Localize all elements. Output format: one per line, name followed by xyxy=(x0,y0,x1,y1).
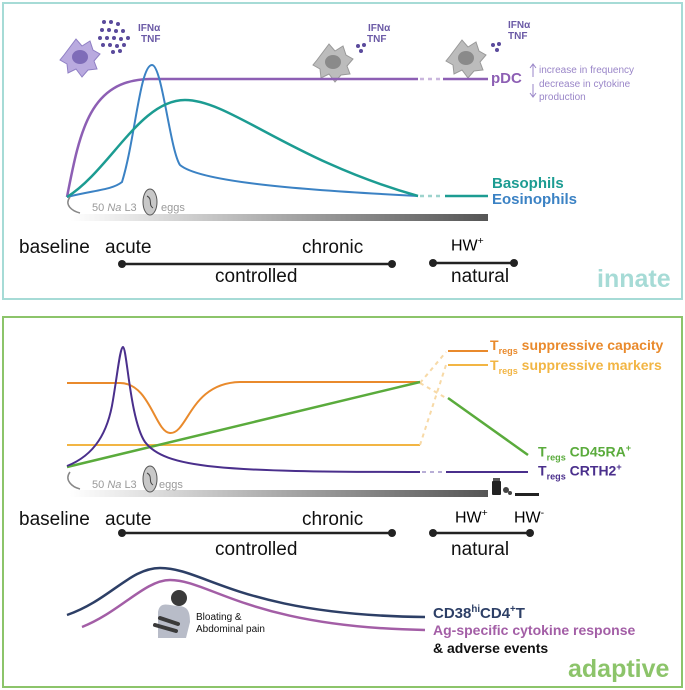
drug-treatment-icon xyxy=(492,478,539,496)
tnf-label-2: TNF xyxy=(367,34,387,45)
tregs-cd45ra-curve xyxy=(66,380,421,469)
egg-icon-adaptive xyxy=(142,465,158,493)
egg-icon xyxy=(142,188,158,216)
pdc-note-increase: increase in frequency xyxy=(539,65,635,76)
hw-positive-label: HW+ xyxy=(451,236,484,255)
controlled-label-adaptive: controlled xyxy=(215,539,298,560)
cytokine-dots-low-2 xyxy=(491,42,501,52)
adverse-events-label: & adverse events xyxy=(433,640,549,656)
basophils-curve xyxy=(66,98,419,199)
innate-panel-label: innate xyxy=(597,265,671,293)
infection-dose-label: 50 Na L3 xyxy=(92,202,137,214)
ifn-alpha-label-3: IFNα xyxy=(508,20,531,31)
person-pain-icon xyxy=(153,590,190,638)
hw-negative-label-adaptive: HW- xyxy=(514,508,545,527)
tregs-crth2-label: Tregs CRTH2+ xyxy=(538,462,622,482)
increase-arrow-icon xyxy=(529,63,537,77)
larva-icon-adaptive xyxy=(67,471,81,490)
acute-label: acute xyxy=(105,237,152,258)
tregs-crth2-curve xyxy=(66,345,421,473)
ag-response-curve xyxy=(81,578,426,632)
tnf-label: TNF xyxy=(141,34,161,45)
pdc-note-production: production xyxy=(539,92,586,103)
acute-label-adaptive: acute xyxy=(105,509,152,530)
pdc-note-decrease: decrease in cytokine xyxy=(539,79,631,90)
eggs-label: eggs xyxy=(161,202,185,214)
adaptive-panel-label: adaptive xyxy=(568,655,670,683)
cytokine-dots-low-1 xyxy=(356,43,366,53)
ifn-alpha-label: IFNα xyxy=(138,23,161,34)
pdc-cell-icon-3 xyxy=(445,39,487,79)
cytokine-dots-high xyxy=(98,20,130,54)
larva-icon xyxy=(67,196,81,214)
baseline-label-adaptive: baseline xyxy=(19,509,90,530)
tregs-suppressive-capacity-label: Tregs suppressive capacity xyxy=(490,337,664,356)
hw-positive-label-adaptive: HW+ xyxy=(455,508,488,527)
ifn-alpha-label-2: IFNα xyxy=(368,23,391,34)
tregs-cd45ra-tail xyxy=(447,396,529,457)
tregs-branch-dashed xyxy=(419,351,447,446)
pdc-curve xyxy=(65,77,418,198)
natural-label: natural xyxy=(451,266,510,287)
pdc-label: pDC xyxy=(491,70,522,87)
basophils-label: Basophils xyxy=(492,175,564,192)
symptom-label-1: Bloating & xyxy=(196,612,242,623)
natural-label-adaptive: natural xyxy=(451,539,510,560)
eggs-label-adaptive: eggs xyxy=(159,479,183,491)
decrease-arrow-icon xyxy=(529,84,537,98)
chronic-label: chronic xyxy=(302,237,364,258)
eosinophils-label: Eosinophils xyxy=(492,191,578,208)
cd38-t-label: CD38hiCD4+T xyxy=(433,604,525,622)
infection-gradient-bar xyxy=(70,214,488,221)
eosinophils-curve xyxy=(66,63,419,198)
adaptive-panel xyxy=(2,316,683,688)
tregs-cd45ra-label: Tregs CD45RA+ xyxy=(538,443,631,463)
pdc-cell-icon-1 xyxy=(59,38,101,78)
infection-dose-label-adaptive: 50 Na L3 xyxy=(92,479,137,491)
controlled-label: controlled xyxy=(215,266,298,287)
ag-response-label: Ag-specific cytokine response xyxy=(433,622,636,638)
baseline-label: baseline xyxy=(19,237,90,258)
pdc-cell-icon-2 xyxy=(312,43,354,83)
innate-panel xyxy=(2,2,683,300)
tregs-suppressive-markers-label: Tregs suppressive markers xyxy=(490,357,662,376)
infection-gradient-bar-adaptive xyxy=(70,490,488,497)
symptom-label-2: Abdominal pain xyxy=(196,624,265,635)
chronic-label-adaptive: chronic xyxy=(302,509,364,530)
cd38-t-curve xyxy=(66,566,426,619)
tregs-suppressive-capacity-curve xyxy=(67,381,420,435)
tnf-label-3: TNF xyxy=(508,31,528,42)
